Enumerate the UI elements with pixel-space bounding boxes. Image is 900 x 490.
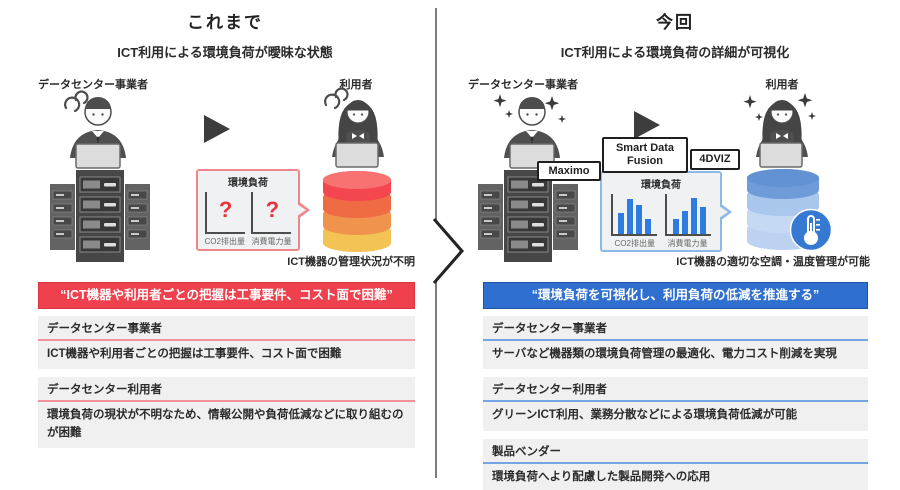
section-heading: データセンター事業者: [483, 316, 868, 341]
right-operator-label: データセンター事業者: [468, 79, 578, 91]
env-load-box-unknown: 環境負荷 ? ? CO2排出量 消費電力量: [196, 169, 310, 251]
section-body: 環境負荷の現状が不明なため、情報公開や負荷低減などに取り組むのが困難: [38, 402, 415, 448]
section-heading: データセンター利用者: [38, 377, 415, 403]
fourdviz-box: 4DVIZ: [690, 149, 740, 170]
confusion-squiggle-icon: [324, 87, 349, 110]
thermometer-icon: [789, 208, 833, 257]
confused-operator-icon: [52, 88, 136, 175]
env-load-box-visualized: 環境負荷 CO2排出量 消費電力量: [600, 171, 732, 252]
env-box-title: 環境負荷: [641, 180, 681, 191]
smart-data-fusion-box: Smart Data Fusion: [602, 137, 688, 173]
power-chart-label: 消費電力量: [667, 239, 708, 248]
left-section-user: データセンター利用者 環境負荷の現状が不明なため、情報公開や負荷低減などに取り組…: [38, 377, 415, 448]
right-section-vendor: 製品ベンダー 環境負荷へより配慮した製品開発への応用: [483, 438, 868, 490]
right-sections: データセンター事業者 サーバなど機器類の環境負荷管理の最適化、電力コスト削減を実…: [483, 316, 868, 490]
section-body: サーバなど機器類の環境負荷管理の最適化、電力コスト削減を実現: [483, 341, 868, 370]
right-subtitle: ICT利用による環境負荷の詳細が可視化: [560, 45, 790, 60]
play-arrow-icon: [204, 115, 230, 143]
section-body: 環境負荷へより配慮した製品開発への応用: [483, 463, 868, 490]
left-subtitle: ICT利用による環境負荷が曖昧な状態: [117, 45, 333, 60]
left-banner: “ICT機器や利用者ごとの把握は工事要件、コスト面で困難”: [38, 282, 415, 309]
happy-user-icon: [742, 87, 818, 174]
right-banner: “環境負荷を可視化し、利用負荷の低減を推進する”: [483, 282, 868, 309]
power-bar-chart: [665, 194, 712, 236]
co2-bar-chart: [610, 194, 657, 236]
speech-pointer-inner: [297, 204, 306, 216]
sparkle-icon: [743, 93, 816, 121]
env-box-title: 環境負荷: [228, 178, 268, 189]
confusion-squiggle-icon: [64, 90, 89, 113]
left-sections: データセンター事業者 ICT機器や利用者ごとの把握は工事要件、コスト面で困難 デ…: [38, 316, 415, 456]
play-arrow-icon: [634, 111, 660, 139]
section-heading: 製品ベンダー: [483, 438, 868, 464]
section-heading: データセンター事業者: [38, 316, 415, 341]
speech-pointer-inner: [719, 205, 728, 218]
right-title: 今回: [656, 13, 694, 32]
power-chart-unknown: ?: [251, 192, 292, 234]
confused-user-icon: [318, 87, 394, 174]
database-red-icon: [322, 170, 392, 259]
co2-chart-unknown: ?: [204, 192, 245, 234]
left-db-caption: ICT機器の管理状況が不明: [287, 256, 415, 268]
left-user-label: 利用者: [339, 79, 373, 91]
section-heading: データセンター利用者: [483, 377, 868, 403]
maximo-box: Maximo: [537, 161, 601, 181]
section-body: グリーンICT利用、業務分散などによる環境負荷低減が可能: [483, 402, 868, 431]
left-section-operator: データセンター事業者 ICT機器や利用者ごとの把握は工事要件、コスト面で困難: [38, 316, 415, 370]
co2-chart-label: CO2排出量: [204, 237, 245, 246]
right-user-label: 利用者: [765, 79, 799, 91]
right-db-caption: ICT機器の適切な空調・温度管理が可能: [676, 256, 870, 268]
power-chart-label: 消費電力量: [251, 237, 292, 246]
right-section-operator: データセンター事業者 サーバなど機器類の環境負荷管理の最適化、電力コスト削減を実…: [483, 316, 868, 370]
left-title: これまで: [187, 13, 263, 32]
question-mark-icon: ?: [218, 197, 233, 222]
sparkle-icon: [493, 94, 566, 123]
server-rack-icon: [478, 170, 578, 267]
question-mark-icon: ?: [265, 197, 280, 222]
server-rack-icon: [50, 170, 150, 267]
co2-chart-label: CO2排出量: [614, 239, 655, 248]
left-operator-label: データセンター事業者: [38, 79, 148, 91]
right-section-user: データセンター利用者 グリーンICT利用、業務分散などによる環境負荷低減が可能: [483, 377, 868, 431]
section-body: ICT機器や利用者ごとの把握は工事要件、コスト面で困難: [38, 341, 415, 370]
